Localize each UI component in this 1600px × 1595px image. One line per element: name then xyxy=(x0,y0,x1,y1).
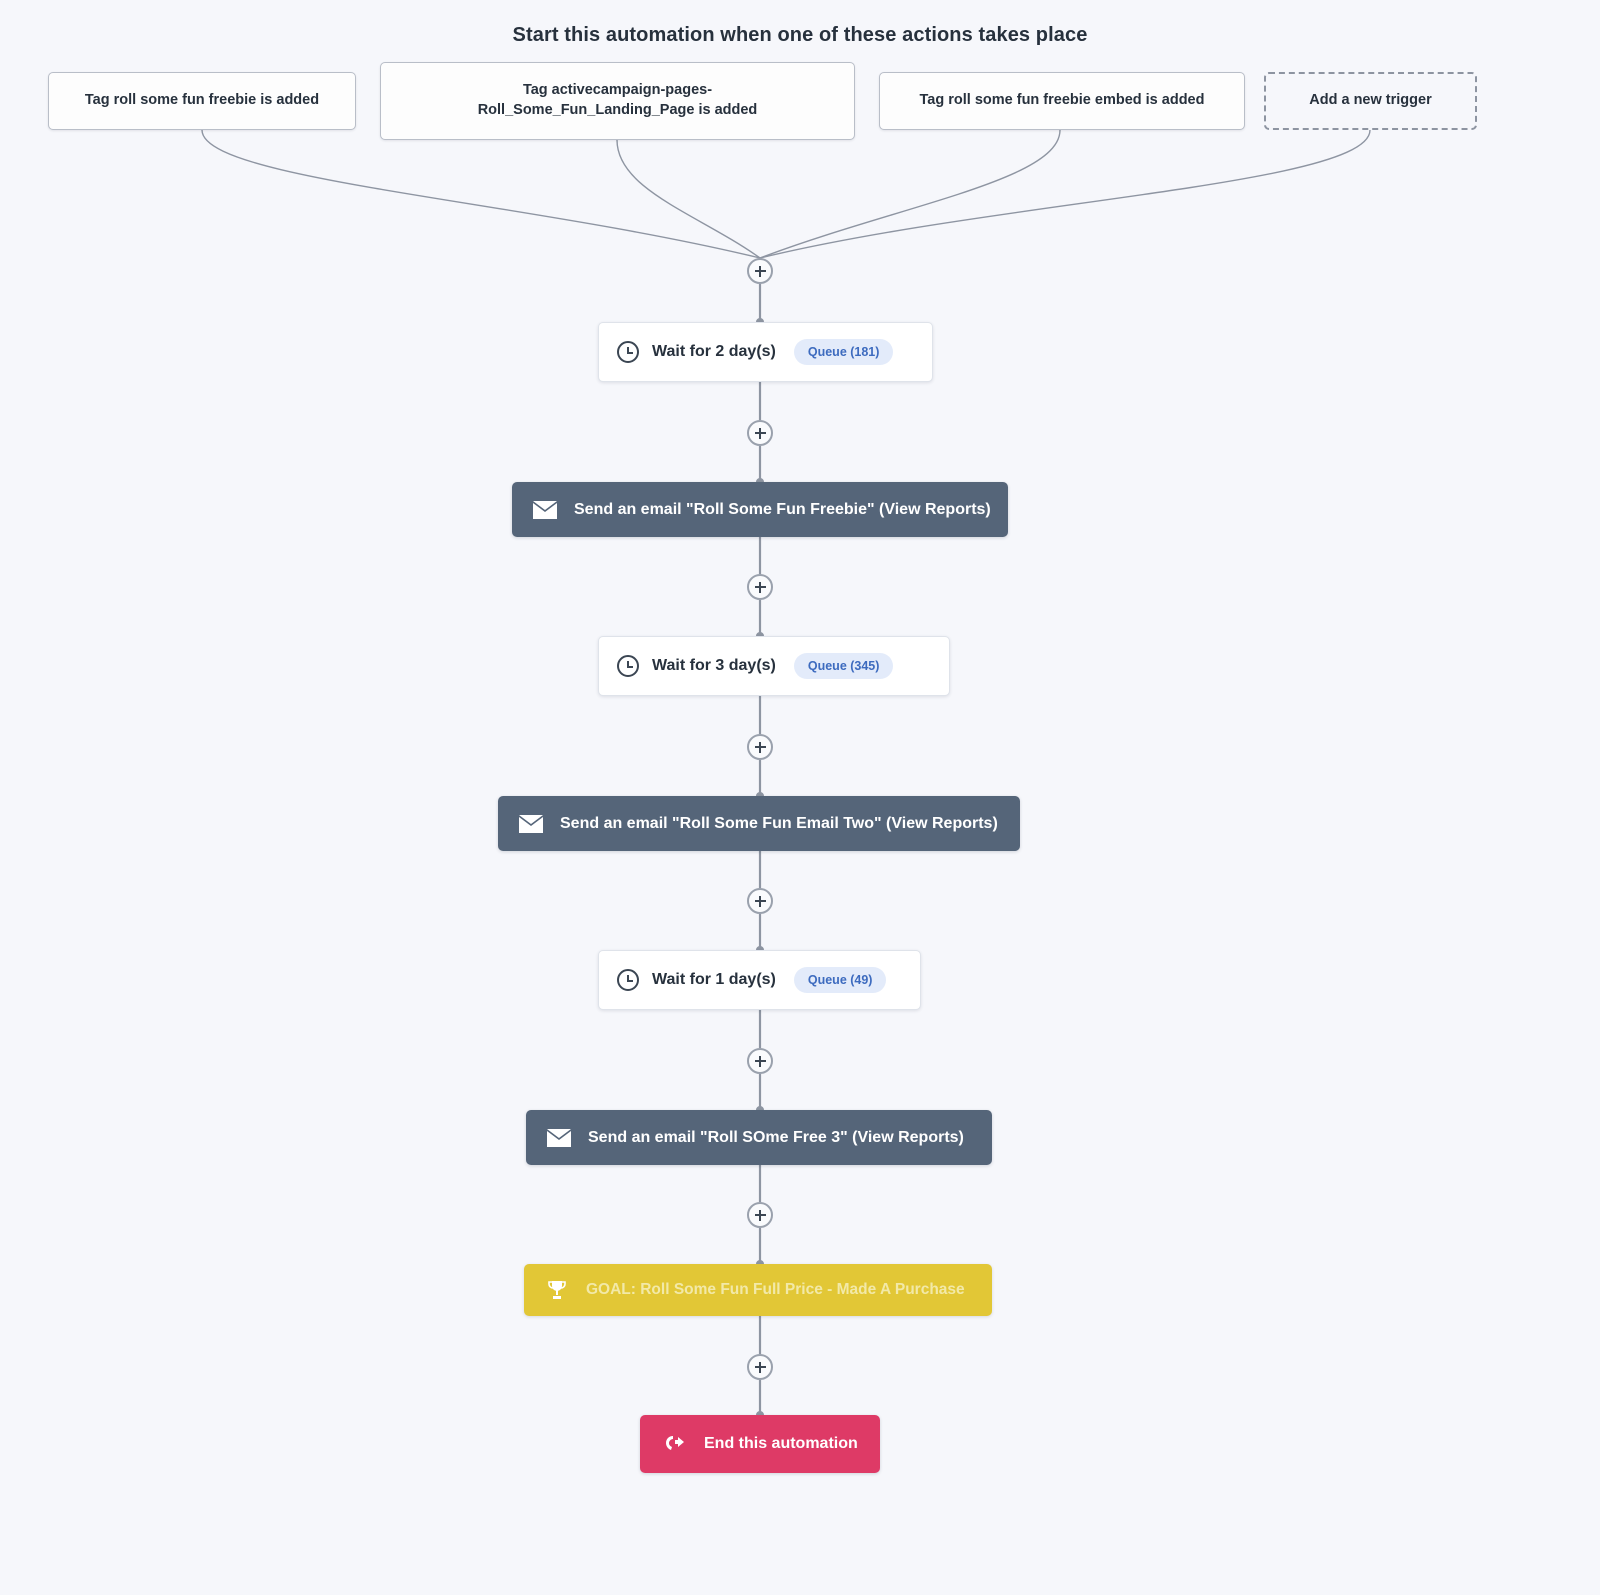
trigger-label: Tag roll some fun freebie embed is added xyxy=(919,92,1205,109)
end-automation-node[interactable]: End this automation xyxy=(640,1415,880,1473)
envelope-icon xyxy=(532,500,558,520)
trigger-label: Tag activecampaign-pages- Roll_Some_Fun_… xyxy=(478,81,758,120)
clock-icon xyxy=(617,341,639,363)
email-node-label: Send an email "Roll Some Fun Freebie" (V… xyxy=(574,500,991,518)
trigger-label: Tag roll some fun freebie is added xyxy=(84,92,320,109)
envelope-icon xyxy=(546,1128,572,1148)
trigger-card-1[interactable]: Tag roll some fun freebie is added xyxy=(48,72,356,130)
email-node-label: Send an email "Roll Some Fun Email Two" … xyxy=(560,814,998,832)
trigger-label-line1: Tag activecampaign-pages- xyxy=(522,82,713,99)
clock-icon xyxy=(617,969,639,991)
wait-node-label: Wait for 2 day(s) xyxy=(652,343,776,360)
wait-node-2[interactable]: Wait for 3 day(s) Queue (345) xyxy=(598,636,950,696)
email-node-3[interactable]: Send an email "Roll SOme Free 3" (View R… xyxy=(526,1110,992,1165)
wait-node-label: Wait for 3 day(s) xyxy=(652,657,776,674)
clock-icon xyxy=(617,655,639,677)
add-step-button-6[interactable] xyxy=(747,1048,773,1074)
goal-node[interactable]: GOAL: Roll Some Fun Full Price - Made A … xyxy=(524,1264,992,1316)
envelope-icon xyxy=(518,814,544,834)
end-automation-icon xyxy=(664,1434,688,1454)
queue-badge[interactable]: Queue (49) xyxy=(793,967,887,993)
page-title: Start this automation when one of these … xyxy=(512,24,1088,46)
add-new-trigger-button[interactable]: Add a new trigger xyxy=(1264,72,1477,130)
trigger-label-line2: Roll_Some_Fun_Landing_Page is added xyxy=(477,102,758,118)
trigger-card-3[interactable]: Tag roll some fun freebie embed is added xyxy=(879,72,1245,130)
add-step-button-4[interactable] xyxy=(747,734,773,760)
wait-node-3[interactable]: Wait for 1 day(s) Queue (49) xyxy=(598,950,921,1010)
trophy-icon xyxy=(546,1279,568,1301)
email-node-1[interactable]: Send an email "Roll Some Fun Freebie" (V… xyxy=(512,482,1008,537)
trigger-card-2[interactable]: Tag activecampaign-pages- Roll_Some_Fun_… xyxy=(380,62,855,140)
wait-node-label: Wait for 1 day(s) xyxy=(652,971,776,988)
add-step-button-3[interactable] xyxy=(747,574,773,600)
email-node-label: Send an email "Roll SOme Free 3" (View R… xyxy=(588,1128,964,1146)
email-node-2[interactable]: Send an email "Roll Some Fun Email Two" … xyxy=(498,796,1020,851)
add-step-button-5[interactable] xyxy=(747,888,773,914)
wait-node-1[interactable]: Wait for 2 day(s) Queue (181) xyxy=(598,322,933,382)
end-automation-label: End this automation xyxy=(704,1435,858,1452)
add-step-button-8[interactable] xyxy=(747,1354,773,1380)
queue-badge[interactable]: Queue (181) xyxy=(793,339,894,365)
add-step-button-7[interactable] xyxy=(747,1202,773,1228)
goal-node-label: GOAL: Roll Some Fun Full Price - Made A … xyxy=(586,1281,965,1298)
add-step-button-2[interactable] xyxy=(747,420,773,446)
queue-badge[interactable]: Queue (345) xyxy=(793,653,894,679)
add-trigger-label: Add a new trigger xyxy=(1309,92,1432,109)
trigger-row: Tag roll some fun freebie is added Tag a… xyxy=(0,62,1600,142)
add-step-button-1[interactable] xyxy=(747,258,773,284)
